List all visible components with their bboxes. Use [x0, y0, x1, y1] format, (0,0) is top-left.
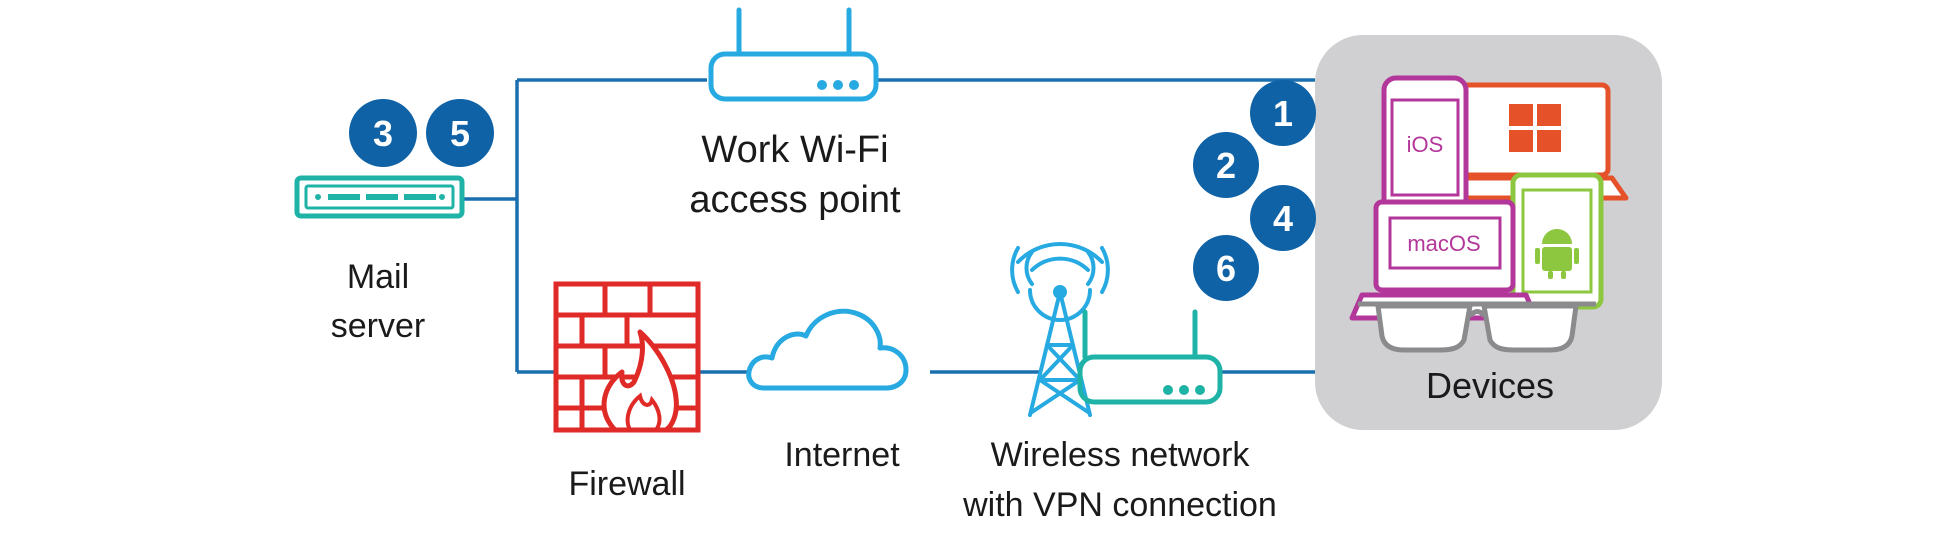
step-badge-3: 3: [373, 113, 393, 154]
tower-signal-arcs: [1016, 242, 1104, 272]
antenna-tip: [1053, 285, 1067, 299]
server-step-badges: 3 5: [349, 99, 494, 167]
macos-label: macOS: [1407, 231, 1480, 256]
windows-logo-icon: [1509, 104, 1561, 152]
mail-server-label-line2: server: [331, 307, 425, 345]
wifi-label-line2: access point: [689, 179, 901, 221]
connection-lines: [462, 78, 1315, 374]
mail-server-icon: [294, 175, 465, 219]
wifi-router-icon: [708, 7, 879, 102]
step-badge-6: 6: [1216, 248, 1236, 289]
macos-laptop-icon: [1349, 199, 1539, 321]
antenna-tower-icon: [1010, 246, 1110, 417]
wifi-label-line1: Work Wi-Fi: [701, 129, 888, 171]
vpn-router-lights: [1163, 385, 1205, 395]
vpn-router-icon: [1077, 309, 1223, 405]
firewall-label: Firewall: [568, 465, 685, 503]
wifi-router-lights: [817, 80, 859, 90]
device-step-badges: 1 2 4 6: [1193, 80, 1316, 301]
ios-label: iOS: [1407, 132, 1444, 157]
step-badge-5: 5: [450, 113, 470, 154]
internet-label: Internet: [784, 436, 900, 474]
wireless-label-line1: Wireless network: [991, 436, 1251, 474]
devices-label: Devices: [1426, 365, 1554, 406]
glasses-icon: [1358, 301, 1596, 353]
wireless-label-line2: with VPN connection: [962, 486, 1277, 524]
android-icon: [1535, 229, 1579, 279]
flame-inner: [625, 392, 662, 432]
step-badge-4: 4: [1273, 198, 1293, 239]
flame-icon: [601, 329, 679, 433]
cloud-icon: [746, 308, 909, 391]
mail-server-label-line1: Mail: [347, 258, 409, 296]
step-badge-1: 1: [1273, 93, 1293, 134]
ios-phone-icon: [1381, 75, 1469, 231]
step-badge-2: 2: [1216, 145, 1236, 186]
